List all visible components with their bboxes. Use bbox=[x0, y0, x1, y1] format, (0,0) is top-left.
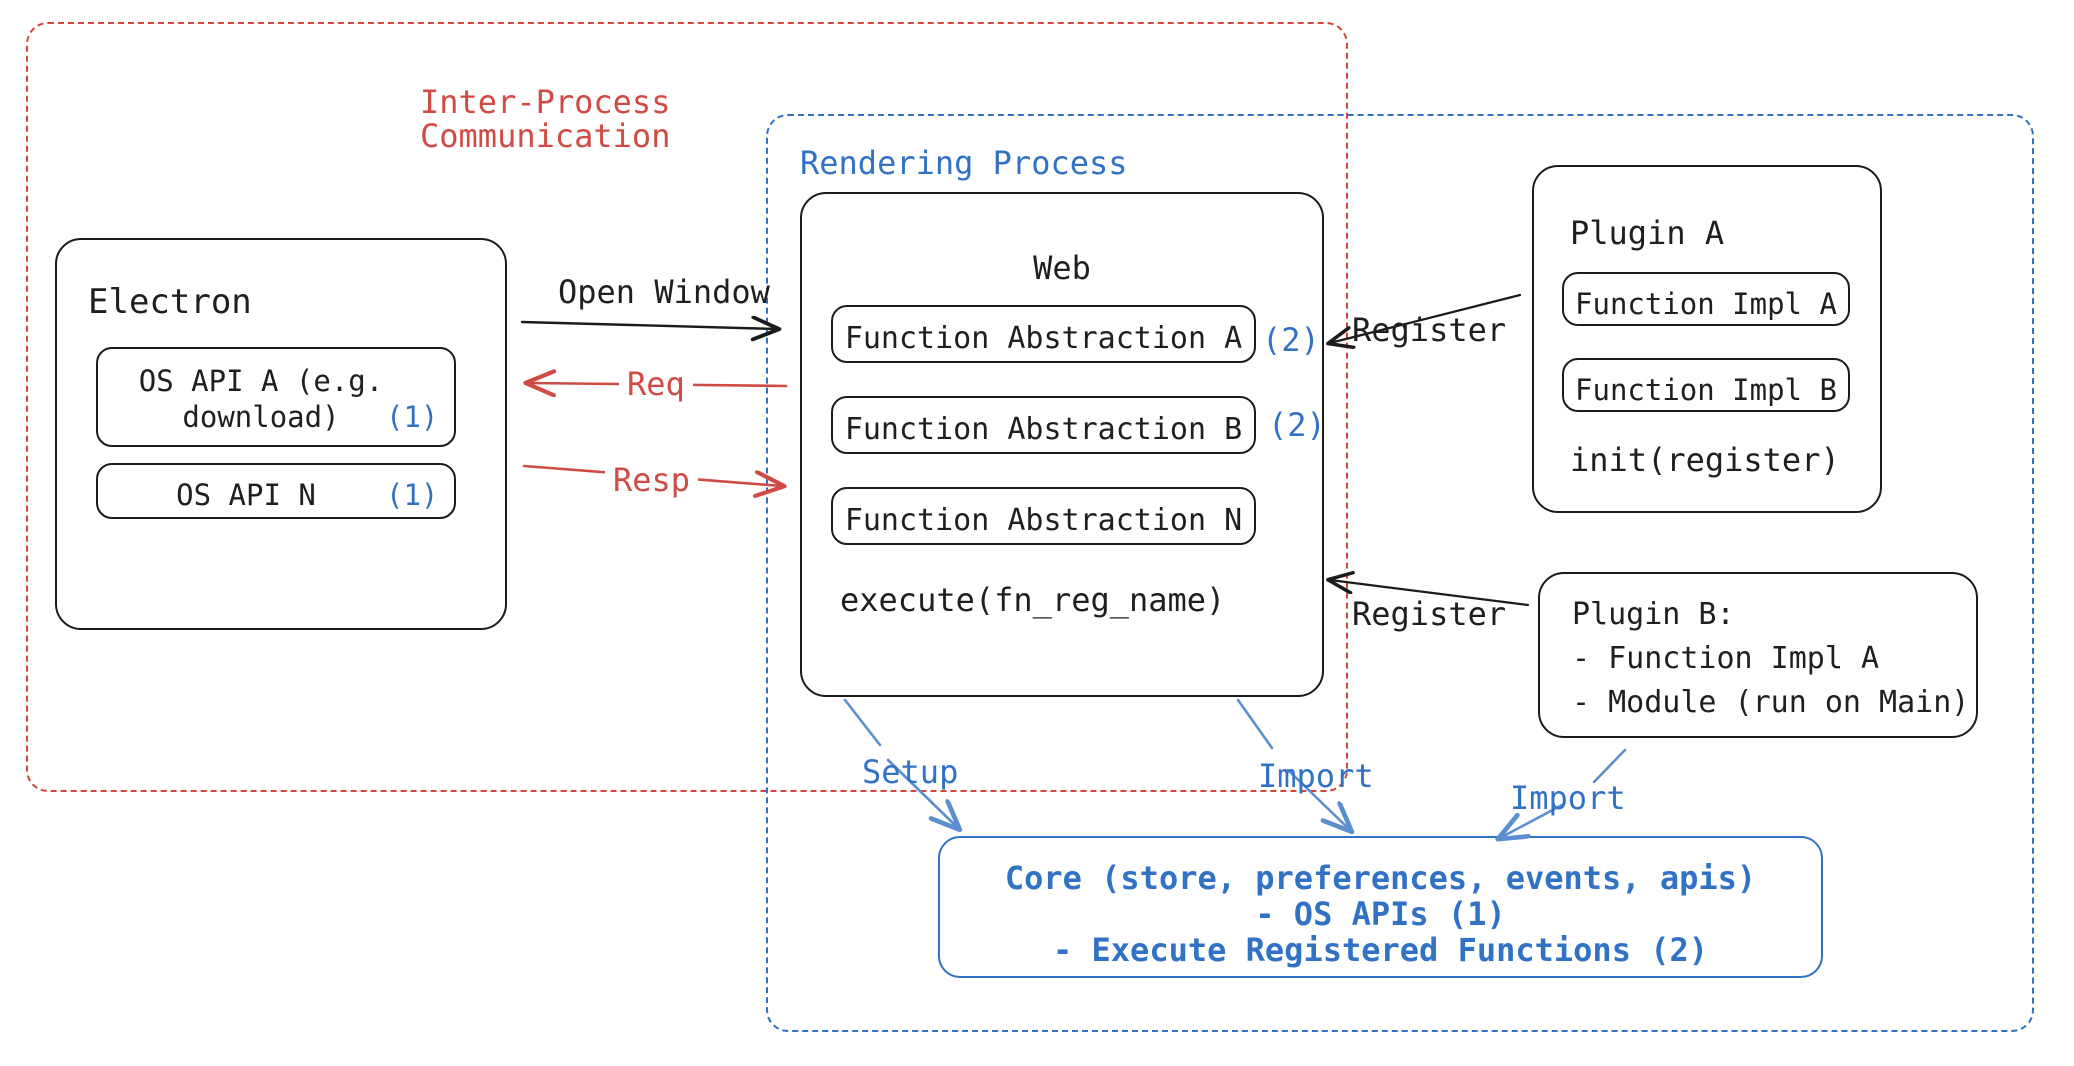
function-abstraction-a-box[interactable] bbox=[831, 305, 1256, 363]
plugin-a-title: Plugin A bbox=[1570, 214, 1725, 252]
arrow-label-req: Req bbox=[619, 364, 693, 405]
web-execute-label: execute(fn_reg_name) bbox=[840, 581, 1226, 619]
function-abstraction-n-box[interactable] bbox=[831, 487, 1256, 545]
os-api-n-box[interactable] bbox=[96, 463, 456, 519]
arrow-label-setup: Setup bbox=[862, 753, 959, 791]
ipc-region-label-line1: Inter-Process bbox=[420, 83, 671, 121]
arrow-label-import-web: Import bbox=[1258, 757, 1374, 795]
function-abstraction-a-marker: (2) bbox=[1262, 321, 1320, 359]
ipc-region-label-line2: Communication bbox=[420, 117, 671, 155]
plugin-b-box[interactable] bbox=[1538, 572, 1978, 738]
plugin-b-title: Plugin B: bbox=[1572, 597, 1735, 632]
arrow-label-resp: Resp bbox=[605, 460, 699, 501]
region-rendering-process bbox=[766, 114, 2034, 1032]
os-api-a-label-line2: download) bbox=[182, 400, 340, 434]
rendering-process-label: Rendering Process bbox=[800, 144, 1128, 182]
function-impl-a-box[interactable] bbox=[1562, 272, 1850, 326]
web-box[interactable] bbox=[800, 192, 1324, 697]
arrow-label-register-plugin-b: Register bbox=[1352, 595, 1507, 633]
core-line-2: - OS APIs (1) bbox=[1255, 895, 1506, 933]
plugin-a-init-label: init(register) bbox=[1570, 441, 1840, 479]
function-impl-b-box[interactable] bbox=[1562, 358, 1850, 412]
function-abstraction-b-box[interactable] bbox=[831, 396, 1256, 454]
plugin-b-item-1: - Function Impl A bbox=[1572, 641, 1880, 676]
core-box[interactable] bbox=[938, 836, 1823, 978]
electron-box[interactable] bbox=[55, 238, 507, 630]
function-abstraction-n-label: Function Abstraction N bbox=[844, 503, 1243, 538]
arrow-label-import-plugin-b: Import bbox=[1510, 779, 1626, 817]
os-api-a-box[interactable] bbox=[96, 347, 456, 447]
function-impl-b-label: Function Impl B bbox=[1575, 373, 1837, 407]
electron-title: Electron bbox=[88, 282, 252, 322]
os-api-a-label-line1: OS API A (e.g. bbox=[138, 364, 384, 398]
os-api-n-label: OS API N bbox=[176, 478, 316, 512]
core-line-3: - Execute Registered Functions (2) bbox=[1052, 931, 1709, 969]
web-title: Web bbox=[1033, 249, 1091, 287]
arrow-label-register-plugin-a: Register bbox=[1352, 311, 1507, 349]
function-abstraction-b-marker: (2) bbox=[1268, 406, 1326, 444]
plugin-a-box[interactable] bbox=[1532, 165, 1882, 513]
function-impl-a-label: Function Impl A bbox=[1575, 287, 1837, 321]
arrow-label-open-window: Open Window bbox=[558, 273, 770, 311]
region-inter-process-communication bbox=[26, 22, 1348, 792]
function-abstraction-a-label: Function Abstraction A bbox=[844, 321, 1243, 356]
os-api-n-marker: (1) bbox=[386, 478, 439, 512]
plugin-b-item-2: - Module (run on Main) bbox=[1572, 685, 1970, 720]
core-line-1: Core (store, preferences, events, apis) bbox=[1004, 859, 1757, 897]
function-abstraction-b-label: Function Abstraction B bbox=[844, 412, 1243, 447]
os-api-a-marker: (1) bbox=[386, 400, 439, 434]
